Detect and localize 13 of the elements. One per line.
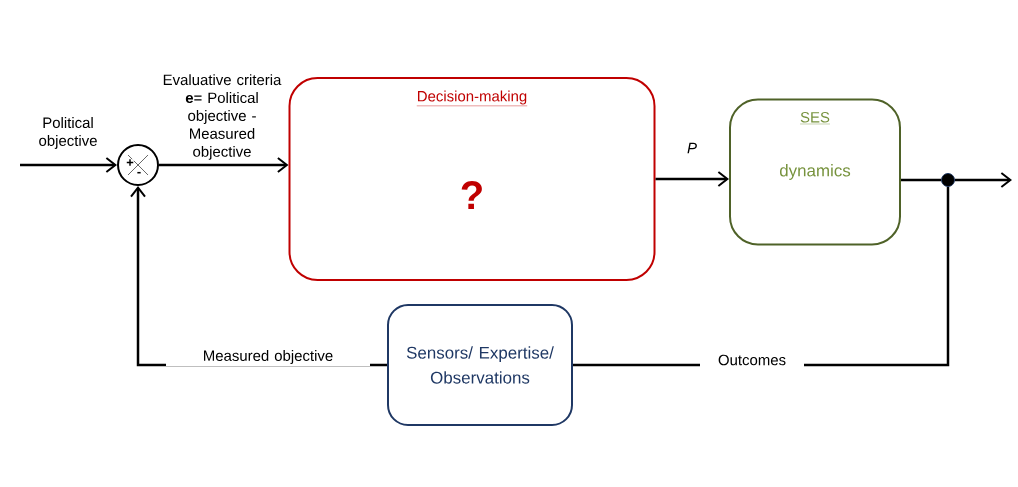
process-box: Sensors/ Expertise/ Observations: [387, 304, 573, 426]
edge-label: P: [687, 142, 697, 154]
arrow: [955, 172, 1012, 188]
arrow: [655, 171, 729, 187]
edge-label: Outcomes: [718, 354, 786, 366]
edge-label: Evaluative criteria e= Political objective - Measured objective: [163, 74, 282, 160]
edge-label: Measured objective: [204, 350, 333, 364]
summing-junction: + -: [117, 144, 159, 186]
arrow: [20, 157, 117, 173]
process-box: SES dynamics: [729, 98, 901, 246]
edge-label: Political objective: [39, 117, 97, 149]
arrow: [159, 157, 289, 173]
process-box: Decision-making ?: [288, 77, 656, 281]
